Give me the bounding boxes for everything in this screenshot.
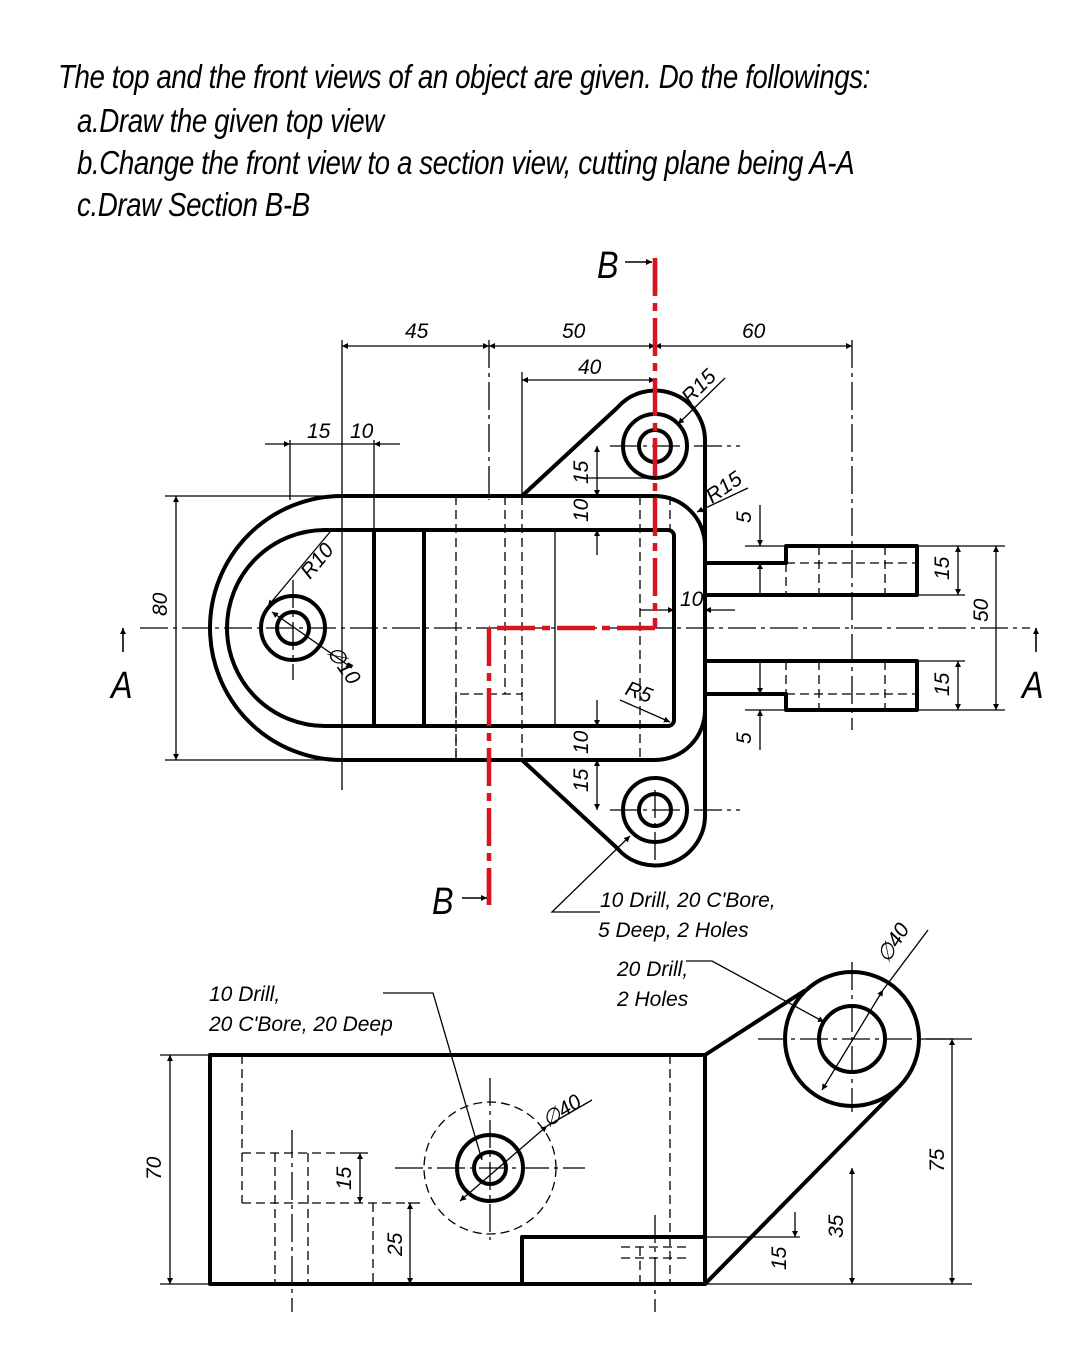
- dim-10-wall-upper: 10: [570, 498, 593, 522]
- dim-50-right: 50: [970, 598, 993, 622]
- dim-15-lug-upper: 15: [570, 460, 593, 484]
- radius-r15-corner: R15: [702, 467, 747, 508]
- dim-5-lower: 5: [733, 732, 756, 744]
- dim-35: 35: [825, 1214, 848, 1238]
- leader-r10: [267, 531, 331, 607]
- dim-5-upper: 5: [733, 511, 756, 523]
- instruction-item-b: b.Change the front view to a section vie…: [77, 144, 855, 181]
- hidden-line: [455, 693, 522, 760]
- diameter-40-boss: ∅40: [873, 919, 915, 967]
- dim-15-cbore: 15: [333, 1166, 356, 1190]
- dimension-line: [882, 929, 929, 991]
- cutting-plane-a-a: A A: [109, 628, 1044, 707]
- front-view-notch: [520, 1235, 707, 1286]
- dim-25: 25: [384, 1232, 407, 1257]
- radius-r10: R10: [296, 539, 339, 584]
- dim-80: 80: [149, 592, 172, 616]
- leader-r5: [619, 699, 671, 723]
- dim-75: 75: [926, 1148, 949, 1172]
- dim-15-tab-lower: 15: [931, 672, 954, 696]
- note-drill20-line1: 20 Drill,: [616, 958, 688, 981]
- dimension-line: [459, 1125, 548, 1202]
- front-rib-upper: [703, 989, 806, 1057]
- section-label-b-top: B: [597, 245, 619, 287]
- diameter-10: ∅10: [322, 642, 365, 690]
- dim-10-left: 10: [350, 420, 374, 443]
- section-label-a-left: A: [109, 665, 132, 707]
- section-label-a-right: A: [1020, 665, 1043, 707]
- dim-15-lug-lower: 15: [570, 768, 593, 792]
- lower-lug: [520, 708, 707, 868]
- note-drill20-line2: 2 Holes: [616, 988, 689, 1011]
- instruction-item-a: a.Draw the given top view: [77, 102, 384, 139]
- top-view: 45 50 60 40 15 10 80 50 15 15 5 5 15 10 …: [140, 320, 1030, 942]
- dim-70: 70: [143, 1156, 166, 1180]
- dimension-line: [821, 989, 884, 1091]
- dim-40: 40: [578, 356, 602, 379]
- dim-10-wall-lower: 10: [570, 730, 593, 754]
- note-drill10-line2: 20 C'Bore, 20 Deep: [208, 1013, 393, 1036]
- top-view-inner-pocket: [225, 528, 676, 728]
- dim-50: 50: [562, 320, 586, 343]
- instructions-title: The top and the front views of an object…: [58, 58, 870, 95]
- right-upper-tab: [703, 544, 919, 597]
- leader-drill20: [686, 960, 825, 1023]
- front-view: 70 75 35 15 15 25 ∅40 ∅40 20 Drill, 2 Ho…: [143, 919, 972, 1312]
- dim-10-right-wall: 10: [680, 588, 704, 611]
- dim-60: 60: [742, 320, 766, 343]
- dim-15-tab-upper: 15: [931, 556, 954, 580]
- leader-dia10: [271, 611, 353, 669]
- dimension-line: [546, 1099, 593, 1127]
- dim-45: 45: [405, 320, 429, 343]
- section-label-b-bottom: B: [432, 881, 454, 923]
- note-cbore-holes-line2: 5 Deep, 2 Holes: [598, 919, 749, 942]
- dim-15-left: 15: [307, 420, 331, 443]
- dim-15-notch: 15: [768, 1246, 791, 1270]
- leader-cbore-note: [550, 835, 631, 913]
- leader-r15-corner: [696, 487, 749, 513]
- front-rib-lower: [703, 1087, 899, 1286]
- note-cbore-holes-line1: 10 Drill, 20 C'Bore,: [600, 889, 776, 912]
- leader-drill10: [383, 992, 484, 1161]
- note-drill10-line1: 10 Drill,: [209, 983, 280, 1006]
- leader-r15-lug: [677, 377, 726, 425]
- instruction-item-c: c.Draw Section B-B: [77, 186, 310, 223]
- upper-lug: [520, 388, 707, 548]
- diameter-40-center: ∅40: [538, 1090, 586, 1132]
- cutting-plane-b-b: B B: [432, 245, 658, 923]
